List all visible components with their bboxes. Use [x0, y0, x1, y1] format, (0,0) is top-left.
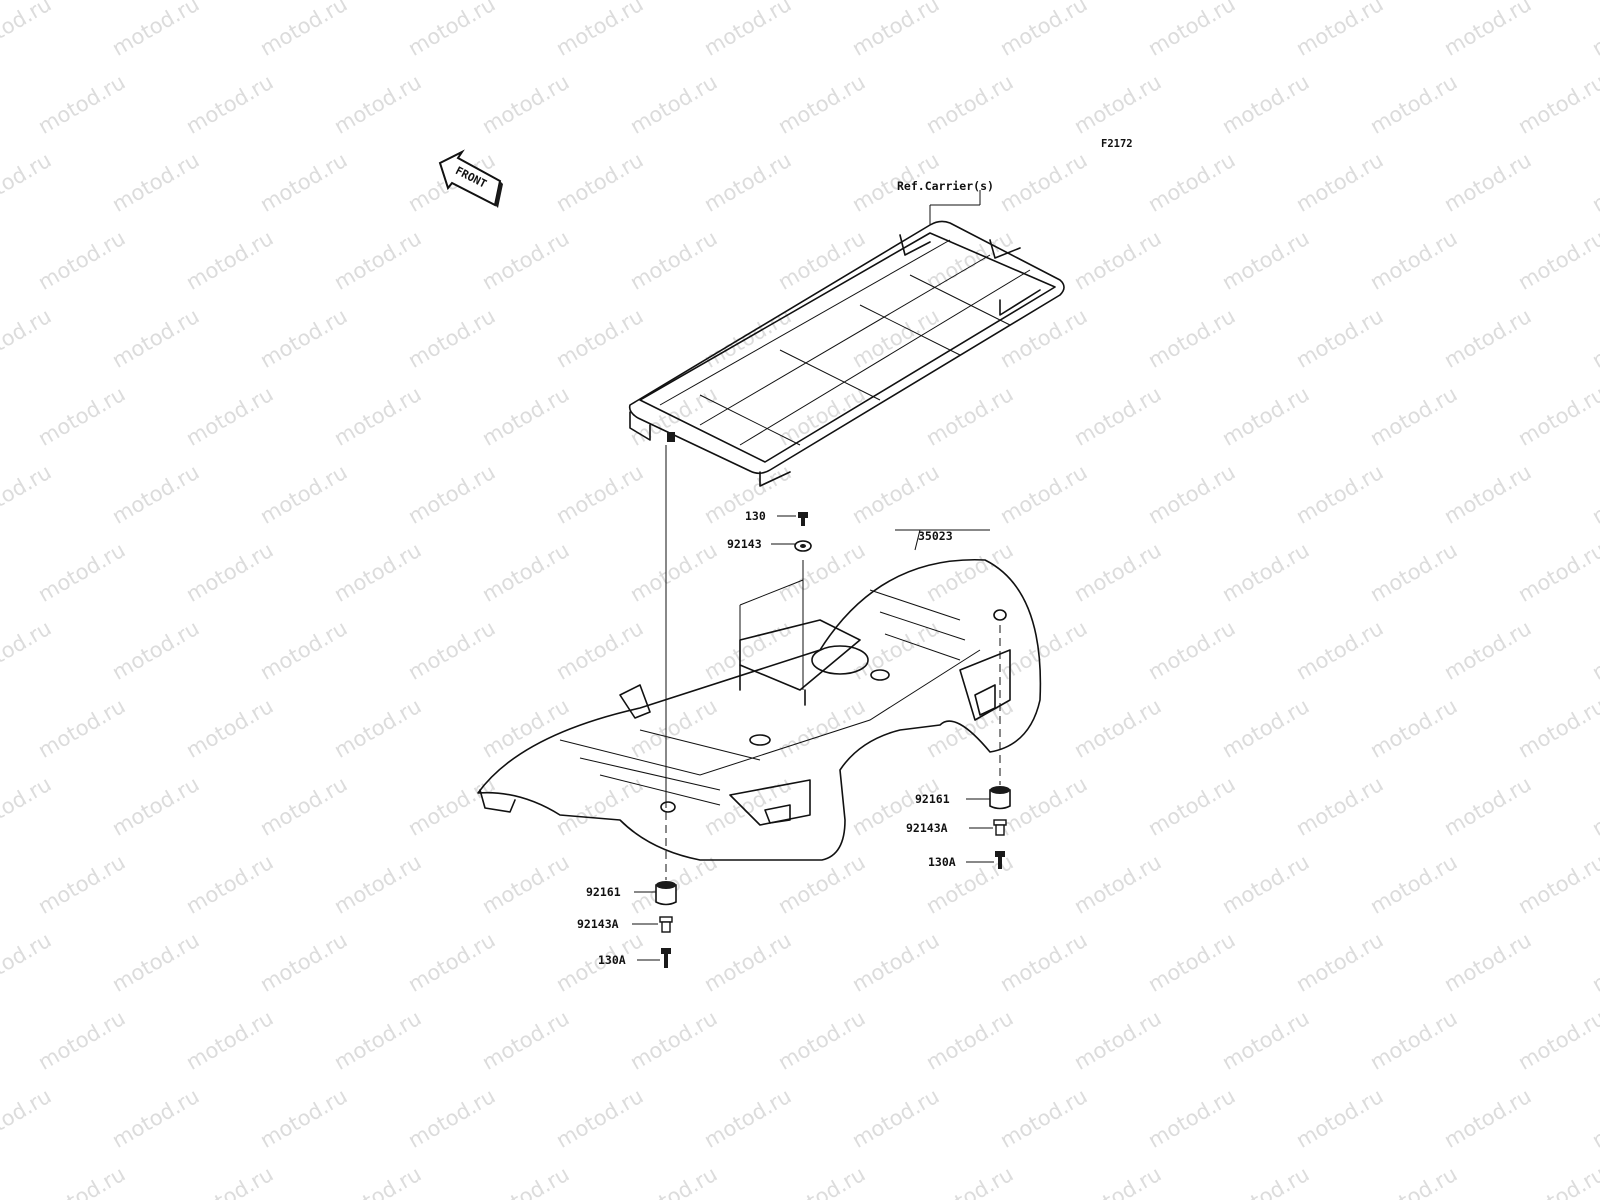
right-collar-icon — [993, 819, 1007, 836]
front-direction-arrow-icon: FRONT — [438, 149, 503, 208]
callout-carrier-ref: Ref.Carrier(s) — [897, 179, 994, 193]
callout-right-damper: 92161 — [915, 792, 950, 806]
callout-fender: 35023 — [918, 529, 953, 543]
rear-fender-drawing — [477, 558, 1042, 861]
callout-leader-lines — [632, 515, 994, 961]
left-damper-icon — [655, 881, 677, 906]
left-bolt-icon — [661, 948, 671, 968]
right-damper-icon — [989, 786, 1011, 810]
callout-right-bolt: 130A — [928, 855, 956, 869]
top-bolt-icon — [798, 512, 808, 526]
figure-code: F2172 — [1101, 138, 1133, 150]
callout-left-bolt: 130A — [598, 953, 626, 967]
carrier-rack-drawing — [628, 220, 1065, 487]
callout-left-damper: 92161 — [586, 885, 621, 899]
callout-left-collar: 92143A — [577, 917, 619, 931]
callout-top-washer: 92143 — [727, 537, 762, 551]
right-bolt-icon — [995, 851, 1005, 869]
callout-top-bolt: 130 — [745, 509, 766, 523]
left-collar-icon — [659, 916, 673, 933]
assembly-reference-lines — [665, 190, 1001, 880]
top-washer-icon — [794, 540, 812, 552]
callout-right-collar: 92143A — [906, 821, 948, 835]
